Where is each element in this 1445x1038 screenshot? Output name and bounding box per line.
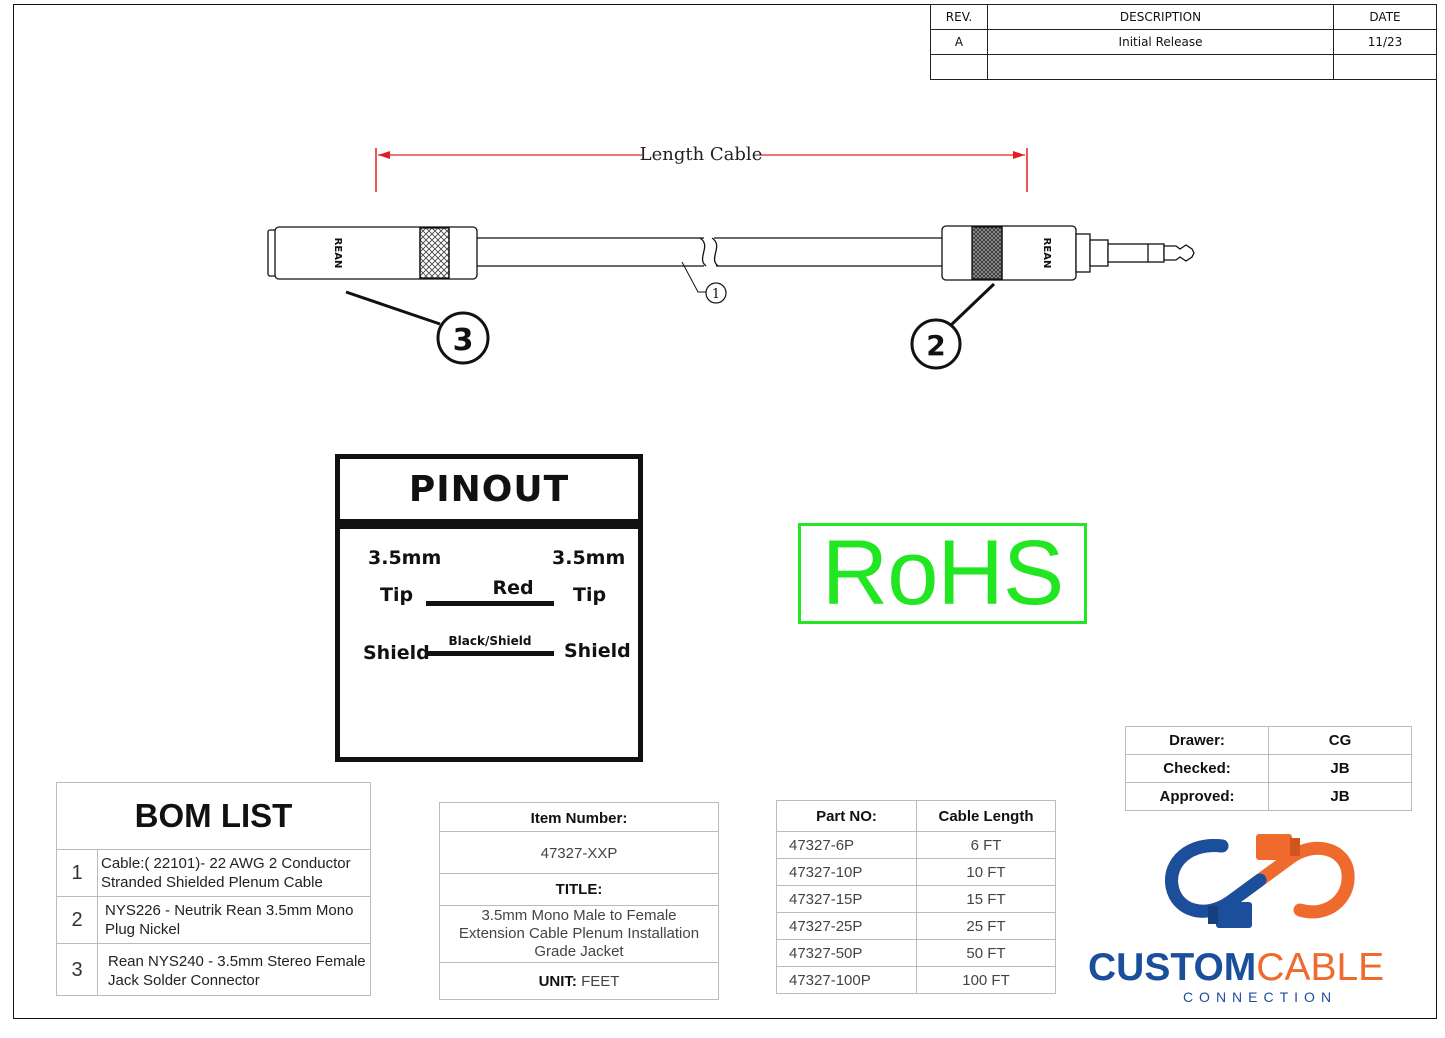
pinout-shield-wire-line bbox=[426, 651, 554, 656]
part-number: 47327-50P bbox=[776, 939, 917, 967]
logo-word-cable: CABLE bbox=[1256, 946, 1385, 989]
table-row: Checked: JB bbox=[1125, 754, 1412, 783]
date-header: DATE bbox=[1333, 4, 1437, 30]
table-row: Approved: JB bbox=[1125, 782, 1412, 811]
item-separator bbox=[440, 905, 718, 906]
length-cable-label: Length Cable bbox=[640, 144, 763, 165]
logo-wordmark: CUSTOMCABLE bbox=[1088, 946, 1428, 990]
length-dimension: Length Cable bbox=[375, 144, 1028, 192]
pinout-title: PINOUT bbox=[340, 459, 638, 529]
drawer-label: Drawer: bbox=[1125, 726, 1269, 755]
rean-marking-right: REAN bbox=[1041, 238, 1052, 269]
drawing-frame bbox=[13, 4, 1437, 1019]
pinout-tip-right: Tip bbox=[573, 584, 607, 606]
cable-length: 25 FT bbox=[916, 912, 1056, 940]
callout-2-label: 2 bbox=[926, 329, 945, 362]
part-number: 47327-6P bbox=[776, 831, 917, 859]
part-number-header: Part NO: bbox=[776, 800, 917, 832]
pinout-wire-red: Red bbox=[492, 577, 534, 599]
cable bbox=[477, 237, 942, 267]
cable-drawing: Length Cable REAN REAN 1 bbox=[267, 144, 1195, 370]
pinout-shield-left: Shield bbox=[363, 642, 430, 664]
bom-item-text: Rean NYS240 - 3.5mm Stereo Female Jack S… bbox=[108, 953, 366, 989]
male-plug-connector: REAN bbox=[941, 225, 1195, 281]
table-row: 47327-50P 50 FT bbox=[776, 939, 1056, 967]
description-header: DESCRIPTION bbox=[987, 4, 1334, 30]
item-info-table: Item Number: 47327-XXP TITLE: 3.5mm Mono… bbox=[439, 802, 719, 1000]
signoff-table: Drawer: CG Checked: JB Approved: JB bbox=[1125, 726, 1412, 811]
table-row: 47327-10P 10 FT bbox=[776, 858, 1056, 886]
approved-value: JB bbox=[1268, 782, 1412, 811]
cable-length-header: Cable Length bbox=[916, 800, 1056, 832]
custom-cable-logo-icon bbox=[1165, 834, 1355, 928]
bom-item-number: 2 bbox=[57, 897, 98, 944]
cable-length: 6 FT bbox=[916, 831, 1056, 859]
bom-title: BOM LIST bbox=[134, 797, 293, 834]
bom-list: BOM LIST 1 Cable:( 22101)- 22 AWG 2 Cond… bbox=[56, 782, 371, 996]
logo-word-custom: CUSTOM bbox=[1088, 946, 1257, 989]
unit-value: FEET bbox=[581, 973, 620, 990]
date-empty-cell bbox=[1333, 54, 1437, 80]
item-number-label: Item Number: bbox=[530, 810, 628, 827]
rohs-badge: RoHS bbox=[798, 523, 1087, 624]
bom-row: 1 Cable:( 22101)- 22 AWG 2 Conductor Str… bbox=[57, 849, 370, 897]
item-separator bbox=[440, 873, 718, 874]
bom-item-text: NYS226 - Neutrik Rean 3.5mm Mono Plug Ni… bbox=[105, 902, 354, 938]
callout-1-label: 1 bbox=[712, 287, 720, 302]
cable-length: 50 FT bbox=[916, 939, 1056, 967]
date-value: 11/23 bbox=[1333, 29, 1437, 55]
rev-empty-cell bbox=[930, 54, 988, 80]
pinout-tip-left: Tip bbox=[380, 584, 414, 606]
pinout-wire-black-shield: Black/Shield bbox=[448, 634, 532, 648]
table-row: Drawer: CG bbox=[1125, 726, 1412, 755]
drawer-value: CG bbox=[1268, 726, 1412, 755]
checked-value: JB bbox=[1268, 754, 1412, 783]
pinout-shield-right: Shield bbox=[564, 640, 631, 662]
table-row: 47327-15P 15 FT bbox=[776, 885, 1056, 913]
item-separator bbox=[440, 831, 718, 832]
unit-row: UNIT: FEET bbox=[440, 973, 718, 990]
title-label: TITLE: bbox=[555, 881, 603, 898]
part-number: 47327-100P bbox=[776, 966, 917, 994]
part-number: 47327-10P bbox=[776, 858, 917, 886]
callout-3: 3 bbox=[345, 290, 490, 365]
callout-1: 1 bbox=[681, 261, 727, 304]
parts-table: Part NO: Cable Length 47327-6P 6 FT 4732… bbox=[776, 800, 1056, 994]
pinout-tip-wire-line bbox=[426, 601, 554, 606]
bom-item-number: 1 bbox=[57, 850, 98, 897]
pinout-left-header: 3.5mm bbox=[368, 547, 442, 569]
cable-length: 15 FT bbox=[916, 885, 1056, 913]
cable-length: 10 FT bbox=[916, 858, 1056, 886]
item-separator bbox=[440, 962, 718, 963]
callout-2: 2 bbox=[910, 282, 996, 370]
checked-label: Checked: bbox=[1125, 754, 1269, 783]
bom-item-number: 3 bbox=[57, 944, 98, 996]
pinout-box: PINOUT 3.5mm 3.5mm Tip Red Tip Shield Bl… bbox=[335, 454, 643, 762]
title-value: 3.5mm Mono Male to Female Extension Cabl… bbox=[458, 907, 700, 960]
female-jack-connector: REAN bbox=[267, 226, 478, 280]
table-row: 47327-100P 100 FT bbox=[776, 966, 1056, 994]
revision-table: REV. DESCRIPTION DATE A Initial Release … bbox=[930, 4, 1437, 80]
bom-item-text: Cable:( 22101)- 22 AWG 2 Conductor Stran… bbox=[101, 855, 351, 891]
logo-subtitle: CONNECTION bbox=[1182, 989, 1338, 1005]
bom-row: 2 NYS226 - Neutrik Rean 3.5mm Mono Plug … bbox=[57, 896, 370, 944]
rean-marking-left: REAN bbox=[332, 238, 343, 269]
callout-3-label: 3 bbox=[453, 323, 474, 358]
part-number: 47327-25P bbox=[776, 912, 917, 940]
cable-length: 100 FT bbox=[916, 966, 1056, 994]
table-row: 47327-6P 6 FT bbox=[776, 831, 1056, 859]
item-number-value: 47327-XXP bbox=[540, 845, 618, 862]
unit-label: UNIT: bbox=[538, 973, 577, 990]
table-row: 47327-25P 25 FT bbox=[776, 912, 1056, 940]
approved-label: Approved: bbox=[1125, 782, 1269, 811]
bom-row: 3 Rean NYS240 - 3.5mm Stereo Female Jack… bbox=[57, 943, 370, 996]
part-number: 47327-15P bbox=[776, 885, 917, 913]
pinout-right-header: 3.5mm bbox=[552, 547, 626, 569]
